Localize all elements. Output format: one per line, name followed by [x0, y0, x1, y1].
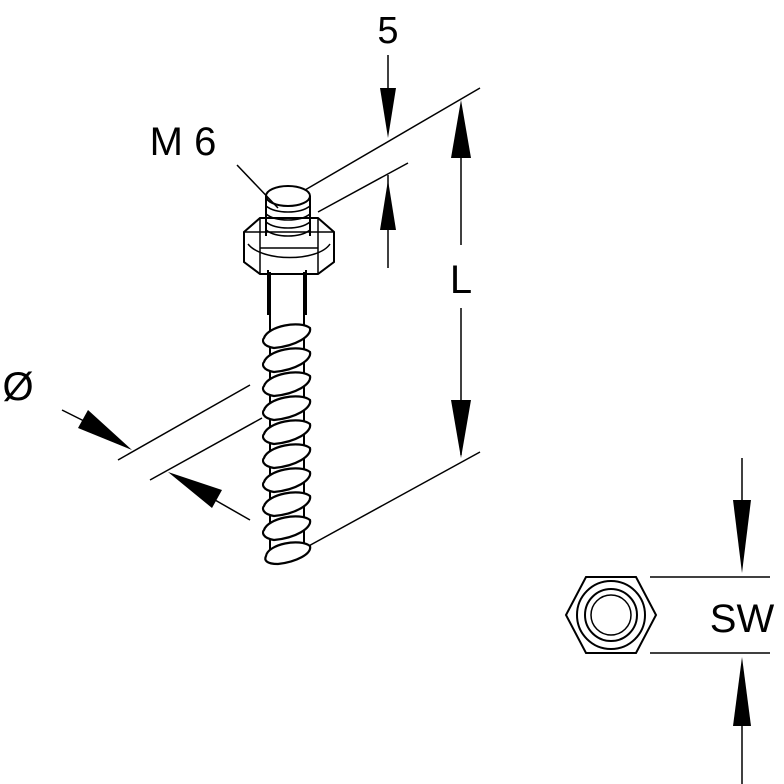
arrow-down-icon: [733, 500, 751, 573]
arrow-up-icon: [451, 100, 471, 158]
diameter-label: Ø: [2, 365, 33, 409]
hex-collar: [243, 217, 335, 275]
arrow-up-icon: [733, 657, 751, 726]
screw-thread: [261, 323, 312, 566]
arrow-down-icon: [380, 88, 396, 138]
thread-label: M 6: [150, 120, 217, 164]
arrow-down-icon: [451, 400, 471, 458]
dimension-5-label: 5: [377, 10, 398, 52]
dimension-length: L: [450, 100, 472, 458]
arrow-diagonal-icon: [168, 472, 222, 508]
dimension-5: 5: [377, 10, 399, 268]
thread-leader-line: [236, 164, 279, 209]
extension-line-top: [304, 87, 481, 191]
dimension-length-label: L: [450, 258, 472, 302]
extension-line-thread: [317, 162, 409, 213]
dimension-diameter: Ø: [2, 365, 263, 521]
wrench-size-label: SW: [710, 597, 775, 641]
arrow-diagonal-icon: [78, 410, 132, 450]
arrow-up-icon: [380, 180, 396, 230]
hex-top-view: [564, 576, 658, 654]
dimension-wrench-size: SW: [650, 458, 774, 784]
extension-line-bottom: [304, 451, 481, 549]
threaded-stud: [265, 185, 311, 237]
screw-anchor: [243, 185, 335, 566]
